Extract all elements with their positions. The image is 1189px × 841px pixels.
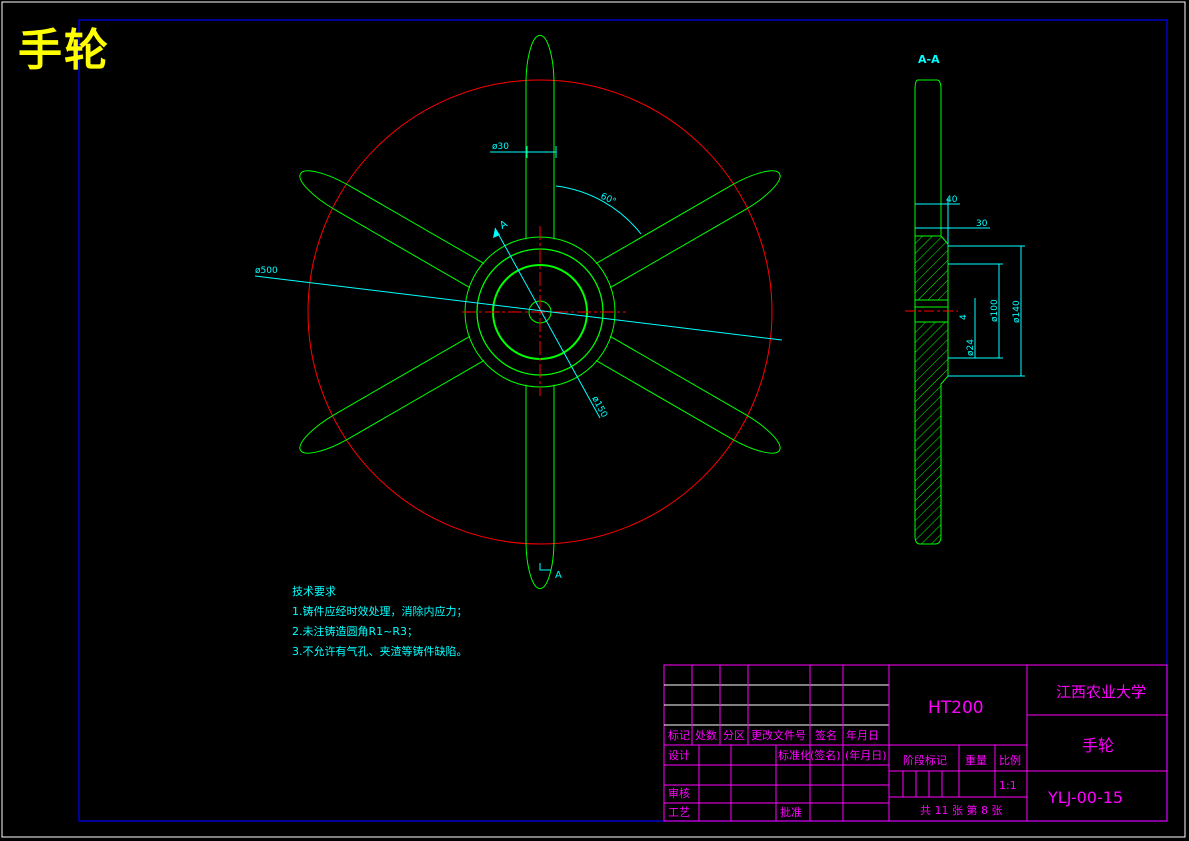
tech-item-1: 1.铸件应经时效处理，消除内应力； xyxy=(292,605,468,618)
section-view: A-A 40 30 ø140 ø100 ø24 4 xyxy=(905,53,1025,545)
section-label-top: A xyxy=(498,219,510,232)
tech-item-3: 3.不允许有气孔、夹渣等铸件缺陷。 xyxy=(292,645,468,658)
tb-sheets: 共 11 张 第 8 张 xyxy=(920,803,1002,817)
tb-header-0: 标记 xyxy=(668,728,690,742)
dim-24-text: ø24 xyxy=(966,339,976,356)
inner-frame xyxy=(78,19,1168,822)
section-hub xyxy=(914,235,949,301)
section-label-bottom: A xyxy=(555,570,562,581)
tb-header-3: 更改文件号 xyxy=(751,728,806,742)
title-block-texts: HT200 江西农业大学 手轮 YLJ-00-15 标记 处数 分区 更改文件号… xyxy=(668,683,1146,819)
spoke xyxy=(525,35,555,240)
rim-outer-circle xyxy=(307,79,773,545)
tb-date-paren: (年月日) xyxy=(845,748,887,762)
dim-arc-angle xyxy=(555,185,642,235)
section-mark-bottom xyxy=(539,563,551,571)
tb-header-1: 处数 xyxy=(695,729,717,742)
dim-100-text: ø100 xyxy=(990,299,1000,322)
tech-requirements: 技术要求 1.铸件应经时效处理，消除内应力； 2.未注铸造圆角R1~R3； 3.… xyxy=(292,582,468,662)
dim-40-text: 40 xyxy=(946,195,958,205)
tech-item-2: 2.未注铸造圆角R1~R3； xyxy=(292,625,418,638)
section-hub-lower xyxy=(914,321,949,545)
title-block-frame xyxy=(663,664,1168,822)
tb-school: 江西农业大学 xyxy=(1056,683,1146,701)
spoke xyxy=(595,335,781,454)
spokes xyxy=(299,35,781,589)
tb-material: HT200 xyxy=(928,698,984,718)
tb-header-2: 分区 xyxy=(723,729,745,742)
tb-part-name: 手轮 xyxy=(1082,736,1114,755)
dim-outer-dia-text: ø500 xyxy=(255,266,278,276)
tb-header-4: 签名 xyxy=(815,728,837,742)
dim-140-text: ø140 xyxy=(1012,300,1022,323)
dim-hub-dia-text: ø150 xyxy=(589,395,609,420)
tb-drawing-no: YLJ-00-15 xyxy=(1047,788,1123,807)
tb-craft: 工艺 xyxy=(668,806,690,819)
dim-angle-text: 60° xyxy=(599,192,618,208)
section-rim-top xyxy=(914,79,942,237)
tb-weight: 重量 xyxy=(965,753,987,767)
title-block xyxy=(663,664,1168,822)
section-view-label: A-A xyxy=(918,53,940,66)
spoke xyxy=(299,170,485,289)
spoke xyxy=(595,170,781,289)
tech-heading: 技术要求 xyxy=(292,585,336,598)
spoke xyxy=(299,335,485,454)
tb-stage-mark: 阶段标记 xyxy=(903,753,947,767)
tb-standardize: 标准化 xyxy=(778,748,811,762)
spoke xyxy=(525,384,555,589)
dim-line-outer-dia xyxy=(254,275,783,341)
tb-design: 设计 xyxy=(668,749,690,762)
tb-scale-value: 1:1 xyxy=(999,779,1017,792)
tb-approve: 批准 xyxy=(780,805,802,819)
dim-key-text: 4 xyxy=(959,314,969,320)
tb-header-5: 年月日 xyxy=(846,728,879,742)
dim-spoke-width-text: ø30 xyxy=(492,142,509,152)
dim-30-text: 30 xyxy=(976,219,988,229)
drawing-title: 手轮 xyxy=(18,25,110,76)
tb-review: 审核 xyxy=(668,786,690,800)
tb-scale: 比例 xyxy=(999,753,1021,767)
section-arrow-head xyxy=(493,228,500,238)
front-view: ø30 60° ø500 ø150 A A xyxy=(254,35,783,589)
dim-line-section-cut xyxy=(494,227,601,419)
tb-sign-paren: (签名) xyxy=(810,748,841,762)
